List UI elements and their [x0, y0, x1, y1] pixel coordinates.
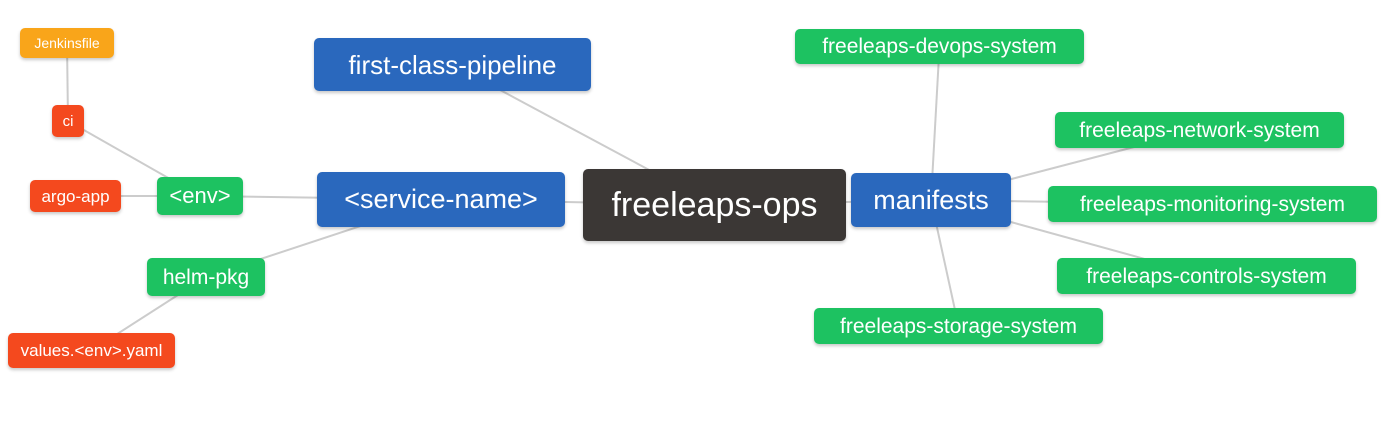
node-argo-app[interactable]: argo-app — [30, 180, 121, 212]
node-values-env-yaml[interactable]: values.<env>.yaml — [8, 333, 175, 368]
node-freeleaps-storage-system[interactable]: freeleaps-storage-system — [814, 308, 1103, 344]
node-env[interactable]: <env> — [157, 177, 243, 215]
node-helm-pkg[interactable]: helm-pkg — [147, 258, 265, 296]
node-freeleaps-network-system[interactable]: freeleaps-network-system — [1055, 112, 1344, 148]
node-freeleaps-controls-system[interactable]: freeleaps-controls-system — [1057, 258, 1356, 294]
node-freeleaps-devops-system[interactable]: freeleaps-devops-system — [795, 29, 1084, 64]
node-jenkinsfile[interactable]: Jenkinsfile — [20, 28, 114, 58]
node-manifests[interactable]: manifests — [851, 173, 1011, 227]
node-service-name[interactable]: <service-name> — [317, 172, 565, 227]
node-first-class-pipeline[interactable]: first-class-pipeline — [314, 38, 591, 91]
node-freeleaps-ops[interactable]: freeleaps-ops — [583, 169, 846, 241]
node-ci[interactable]: ci — [52, 105, 84, 137]
node-freeleaps-monitoring-system[interactable]: freeleaps-monitoring-system — [1048, 186, 1377, 222]
